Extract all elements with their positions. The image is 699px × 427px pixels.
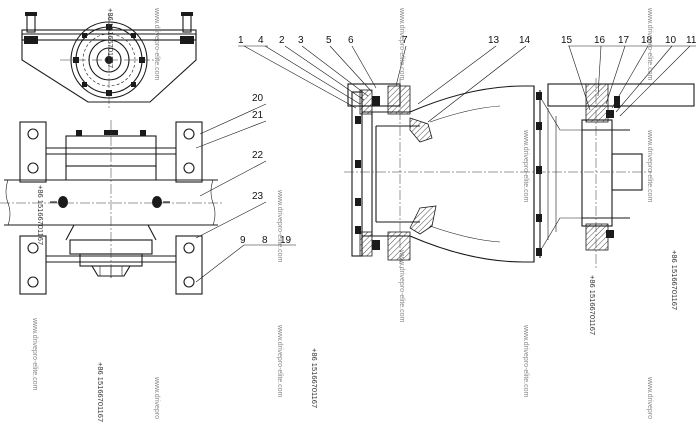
- callout-14: 14: [519, 35, 531, 46]
- watermark-phone: +86 15166701167: [670, 250, 679, 310]
- watermark-site: www.drivepro-elite.com: [153, 7, 160, 81]
- end-view: [21, 12, 197, 108]
- watermark-site: www.drivepro-elite.com: [398, 7, 405, 81]
- watermark-site: www.drivepro-elite.com: [522, 324, 529, 398]
- callout-3: 3: [298, 35, 304, 46]
- plan-view: [0, 120, 224, 295]
- callout-2: 2: [279, 35, 285, 46]
- callout-22: 22: [252, 150, 264, 161]
- section-view: [344, 78, 695, 268]
- callout-8: 8: [262, 235, 268, 246]
- callout-21: 21: [252, 110, 264, 121]
- callout-11: 11: [686, 35, 697, 46]
- callout-4: 4: [258, 35, 264, 46]
- watermark-site: www.drivepro-elite.com: [646, 7, 653, 81]
- callout-18: 18: [641, 35, 653, 46]
- watermark-site: www.drivepro-elite.com: [31, 317, 38, 391]
- callout-10: 10: [665, 35, 677, 46]
- callout-19: 19: [280, 235, 292, 246]
- watermark-phone: +86 15166701167: [96, 362, 105, 422]
- callout-17: 17: [618, 35, 630, 46]
- callout-5: 5: [326, 35, 332, 46]
- watermark-site-partial: www.drivepro: [646, 376, 653, 419]
- watermarks: www.drivepro-elite.com www.drivepro-elit…: [31, 7, 679, 422]
- leader-lines: [195, 45, 696, 283]
- watermark-site: www.drivepro-elite.com: [398, 249, 405, 323]
- watermark-site: www.drivepro-elite.com: [276, 189, 283, 263]
- watermark-site: www.drivepro-elite.com: [522, 129, 529, 203]
- callout-16: 16: [594, 35, 606, 46]
- callout-6: 6: [348, 35, 354, 46]
- watermark-phone: +86 15166701167: [588, 275, 597, 335]
- callout-9: 9: [240, 235, 246, 246]
- watermark-phone: +86 15166701167: [36, 185, 45, 245]
- watermark-site: www.drivepro-elite.com: [646, 129, 653, 203]
- callout-numbers: 1 4 2 3 5 6 7 13 14 15 16 17 18 10 11 20…: [238, 35, 697, 246]
- watermark-phone: +86 15166701167: [106, 8, 115, 68]
- watermark-site: www.drivepro-elite.com: [276, 324, 283, 398]
- callout-1: 1: [238, 35, 244, 46]
- watermark-site-partial: www.drivepro: [153, 376, 160, 419]
- callout-20: 20: [252, 93, 264, 104]
- watermark-phone: +86 15166701167: [310, 348, 319, 408]
- callout-15: 15: [561, 35, 573, 46]
- callout-23: 23: [252, 191, 264, 202]
- callout-7: 7: [402, 35, 408, 46]
- callout-13: 13: [488, 35, 500, 46]
